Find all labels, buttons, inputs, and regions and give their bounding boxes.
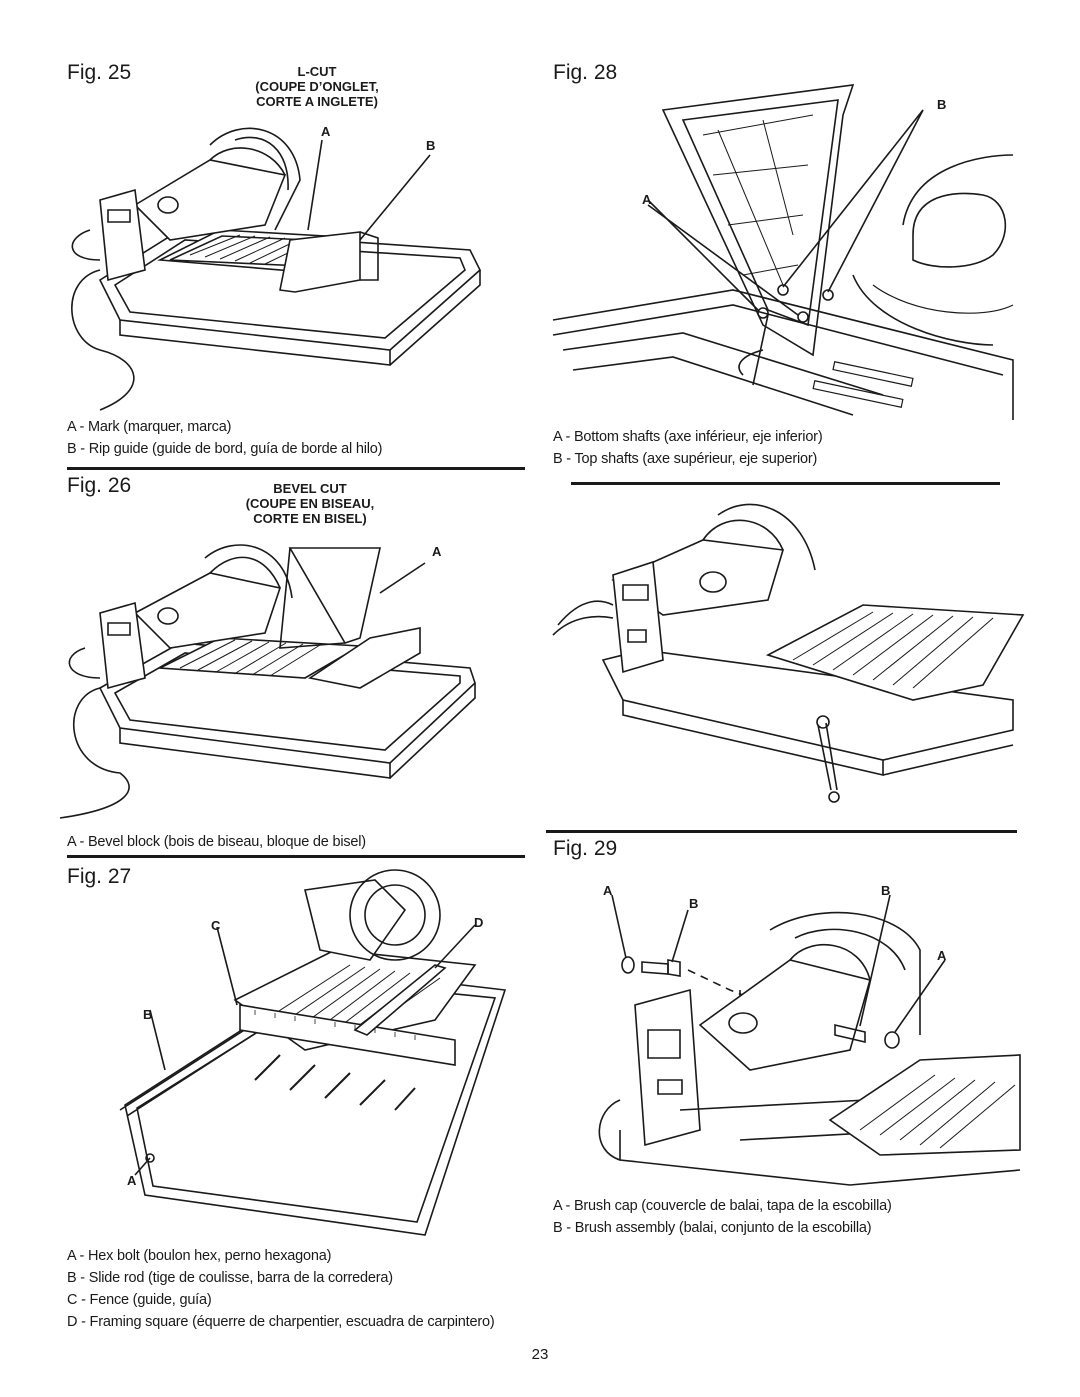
fig28-callout-a: A (642, 192, 652, 207)
fig27-legend-b: B - Slide rod (tige de coulisse, barra d… (67, 1270, 393, 1286)
fig29-divider-rule (546, 830, 1017, 833)
fig29-legend-b: B - Brush assembly (balai, conjunto de l… (553, 1220, 872, 1236)
fig27-legend-a: A - Hex bolt (boulon hex, perno hexagona… (67, 1248, 332, 1264)
fig28-legend-a: A - Bottom shafts (axe inférieur, eje in… (553, 429, 823, 445)
fig28-legend-b: B - Top shafts (axe supérieur, eje super… (553, 451, 818, 467)
fig27-callout-c: C (211, 918, 221, 933)
fig29-callout-b-right: B (881, 883, 891, 898)
fig27-callout-a: A (127, 1173, 137, 1188)
fig25-title: Fig. 25 (67, 61, 132, 84)
fig28-tilted-table-illustration (553, 75, 1013, 420)
fig29-brush-assembly-illustration (580, 900, 1020, 1185)
fig26-callout-a: A (432, 544, 442, 559)
page-number: 23 (531, 1346, 549, 1363)
fig26-label-line-2: (COUPE EN BISEAU, (245, 496, 375, 511)
fig25-callout-b: B (426, 138, 436, 153)
fig25-label-line-3: CORTE A INGLETE) (256, 94, 378, 109)
fig26-title: Fig. 26 (67, 474, 132, 497)
fig25-divider-rule (67, 467, 525, 470)
fig26-legend-a: A - Bevel block (bois de biseau, bloque … (67, 834, 366, 850)
fig25-cut-label: L-CUT (COUPE D’ONGLET, CORTE A INGLETE) (232, 64, 402, 109)
fig25-label-line-2: (COUPE D’ONGLET, (255, 79, 379, 94)
fig27-tile-saw-top-illustration (105, 870, 505, 1240)
fig26-divider-rule (67, 855, 525, 858)
fig29-title: Fig. 29 (553, 837, 618, 860)
fig27-legend-c: C - Fence (guide, guía) (67, 1292, 212, 1308)
fig29-legend-a: A - Brush cap (couvercle de balai, tapa … (553, 1198, 892, 1214)
fig25-callout-a: A (321, 124, 331, 139)
fig27-callout-d: D (474, 915, 484, 930)
fig27-title: Fig. 27 (67, 865, 132, 888)
fig27-callout-b: B (143, 1007, 153, 1022)
tile-saw-tray-removed-illustration (553, 500, 1020, 810)
fig26-cut-label: BEVEL CUT (COUPE EN BISEAU, CORTE EN BIS… (225, 481, 395, 526)
fig25-legend-b: B - Rip guide (guide de bord, guía de bo… (67, 441, 383, 457)
fig26-tile-saw-illustration (60, 538, 500, 828)
fig25-label-line-1: L-CUT (297, 64, 337, 79)
fig25-legend-a: A - Mark (marquer, marca) (67, 419, 232, 435)
fig29-callout-a-right: A (937, 948, 947, 963)
fig27-legend-d: D - Framing square (équerre de charpenti… (67, 1314, 495, 1330)
fig29-callout-a-left: A (603, 883, 613, 898)
fig28-callout-b: B (937, 97, 947, 112)
fig29-callout-b-left: B (689, 896, 699, 911)
fig26-label-line-1: BEVEL CUT (273, 481, 347, 496)
fig28-title: Fig. 28 (553, 61, 618, 84)
fig26-label-line-3: CORTE EN BISEL) (253, 511, 367, 526)
fig28-divider-rule (571, 482, 1000, 485)
fig25-tile-saw-illustration (60, 120, 500, 420)
